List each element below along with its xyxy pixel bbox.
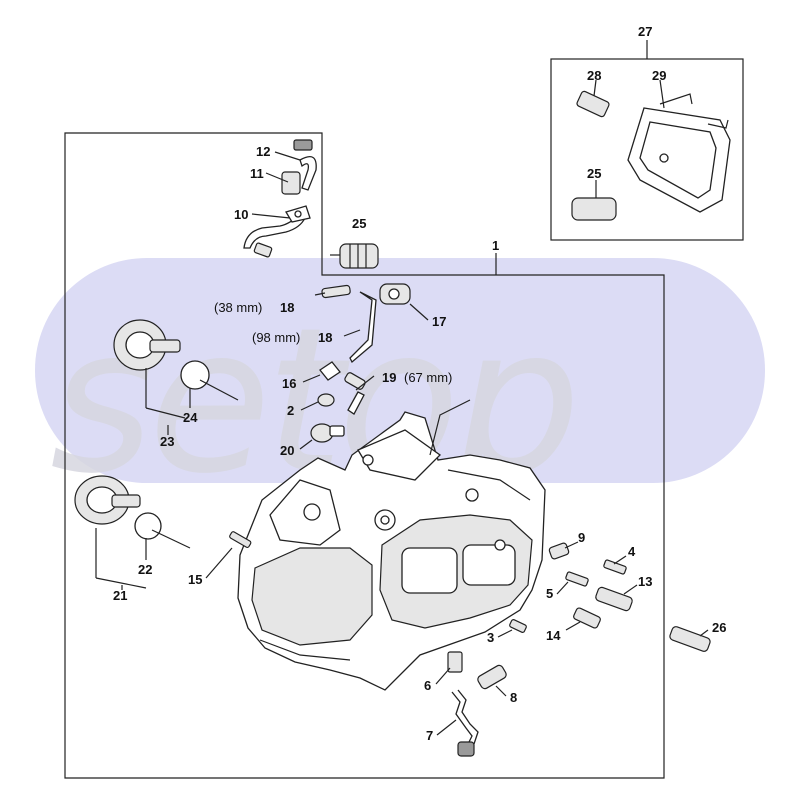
callout-11: 11 (250, 166, 264, 181)
dimension-labels: (38 mm) (98 mm) (67 mm) (214, 300, 452, 385)
callout-20: 20 (280, 443, 294, 458)
callout-2: 2 (287, 403, 294, 418)
callout-labels: 1 2 3 4 5 6 7 8 9 10 11 12 13 14 15 16 1… (113, 24, 726, 743)
callout-14: 14 (546, 628, 561, 643)
callout-18a: 18 (280, 300, 294, 315)
callout-1: 1 (492, 238, 499, 253)
watermark-band (35, 258, 765, 483)
inset-parts (571, 90, 731, 221)
assembly-frame (64, 132, 665, 779)
callout-4: 4 (628, 544, 636, 559)
leader-lines (95, 79, 709, 736)
callout-28: 28 (587, 68, 601, 83)
callout-9: 9 (578, 530, 585, 545)
callout-22: 22 (138, 562, 152, 577)
callout-23: 23 (160, 434, 174, 449)
crankcase (237, 399, 546, 691)
bearing-seal-lower (74, 475, 191, 549)
dimension-18b: (98 mm) (252, 330, 300, 345)
inset-frame (550, 40, 744, 241)
callout-27: 27 (638, 24, 652, 39)
callout-16: 16 (282, 376, 296, 391)
dimension-19: (67 mm) (404, 370, 452, 385)
callout-12: 12 (256, 144, 270, 159)
bearing-seal-upper (113, 319, 239, 401)
fuel-pickup-filter (330, 243, 379, 269)
callout-25a: 25 (352, 216, 366, 231)
callout-17: 17 (432, 314, 446, 329)
callout-7: 7 (426, 728, 433, 743)
callout-29: 29 (652, 68, 666, 83)
callout-8: 8 (510, 690, 517, 705)
fuel-hose-assembly (243, 139, 317, 258)
callout-26: 26 (712, 620, 726, 635)
callout-15: 15 (188, 572, 202, 587)
callout-18b: 18 (318, 330, 332, 345)
callout-21: 21 (113, 588, 127, 603)
impulse-hoses (310, 283, 411, 443)
small-hardware (229, 531, 711, 757)
callout-5: 5 (546, 586, 553, 601)
dimension-18a: (38 mm) (214, 300, 262, 315)
callout-24: 24 (183, 410, 198, 425)
callout-19: 19 (382, 370, 396, 385)
callout-13: 13 (638, 574, 652, 589)
callout-3: 3 (487, 630, 494, 645)
callout-10: 10 (234, 207, 248, 222)
callout-6: 6 (424, 678, 431, 693)
callout-25b: 25 (587, 166, 601, 181)
